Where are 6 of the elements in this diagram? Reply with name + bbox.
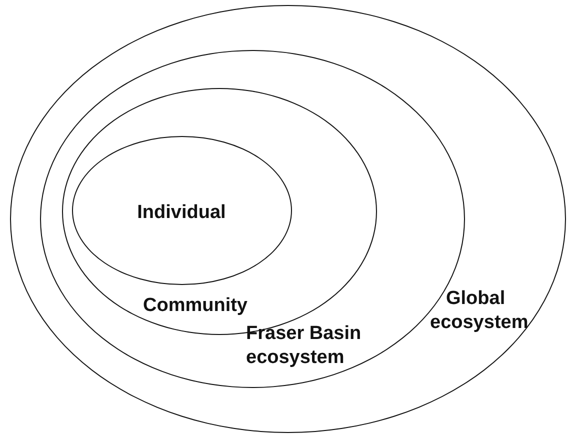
ellipse (72, 136, 292, 285)
ellipse-label: Community (143, 294, 248, 318)
ellipse (10, 5, 566, 433)
ellipse-label: Individual (136, 201, 227, 225)
ellipse-label: Global ecosystem (430, 287, 530, 334)
ellipse-label: Fraser Basin ecosystem (246, 322, 362, 370)
